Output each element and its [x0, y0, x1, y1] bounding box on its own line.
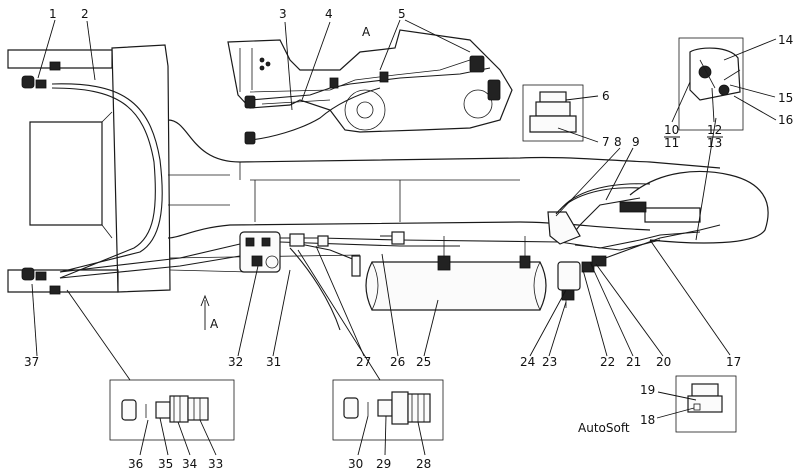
callout-15: 15	[778, 91, 793, 105]
callout-16: 16	[778, 113, 793, 127]
view-a-detail	[227, 29, 513, 145]
callout-21: 21	[626, 355, 641, 369]
callout-8: 8	[614, 135, 622, 149]
callout-labels: 1 2 3 4 5 6 7 8 9 10 11 12 13 14 15 16 1…	[24, 7, 793, 471]
callout-2: 2	[81, 7, 89, 21]
callout-31: 31	[266, 355, 281, 369]
callout-3: 3	[279, 7, 287, 21]
callout-10: 10	[664, 123, 679, 137]
front-coupling-heads	[21, 61, 61, 295]
callout-32: 32	[228, 355, 243, 369]
inset-valve-detail	[522, 84, 584, 142]
callout-9: 9	[632, 135, 640, 149]
callout-18: 18	[640, 413, 655, 427]
bracket	[547, 183, 651, 245]
callout-1: 1	[49, 7, 57, 21]
inset-fitting-left	[109, 379, 235, 441]
callout-19: 19	[640, 383, 655, 397]
view-a-arrow-label: A	[210, 317, 219, 331]
callout-33: 33	[208, 457, 223, 471]
inset-plug-detail	[675, 375, 737, 433]
air-tank	[365, 236, 547, 311]
callout-23: 23	[542, 355, 557, 369]
callout-28: 28	[416, 457, 431, 471]
leader-lines	[31, 19, 777, 456]
callout-27: 27	[356, 355, 371, 369]
callout-4: 4	[325, 7, 333, 21]
callout-29: 29	[376, 457, 391, 471]
valve-block	[239, 231, 405, 277]
view-a-arrow	[200, 294, 210, 330]
callout-30: 30	[348, 457, 363, 471]
callout-26: 26	[390, 355, 405, 369]
callout-25: 25	[416, 355, 431, 369]
callout-13: 13	[707, 136, 722, 150]
callout-17: 17	[726, 355, 741, 369]
callout-35: 35	[158, 457, 173, 471]
callout-12: 12	[707, 123, 722, 137]
callout-14: 14	[778, 33, 793, 47]
callout-20: 20	[656, 355, 671, 369]
callout-22: 22	[600, 355, 615, 369]
callout-37: 37	[24, 355, 39, 369]
drain-valve	[557, 255, 607, 308]
callout-6: 6	[602, 89, 610, 103]
inset-fitting-right	[332, 379, 444, 441]
inset-hinge-detail	[678, 37, 744, 131]
callout-11: 11	[664, 136, 679, 150]
view-a-label: A	[362, 25, 371, 39]
callout-5: 5	[398, 7, 406, 21]
callout-36: 36	[128, 457, 143, 471]
callout-7: 7	[602, 135, 610, 149]
callout-24: 24	[520, 355, 535, 369]
callout-34: 34	[182, 457, 197, 471]
watermark: AutoSoft	[578, 421, 630, 435]
